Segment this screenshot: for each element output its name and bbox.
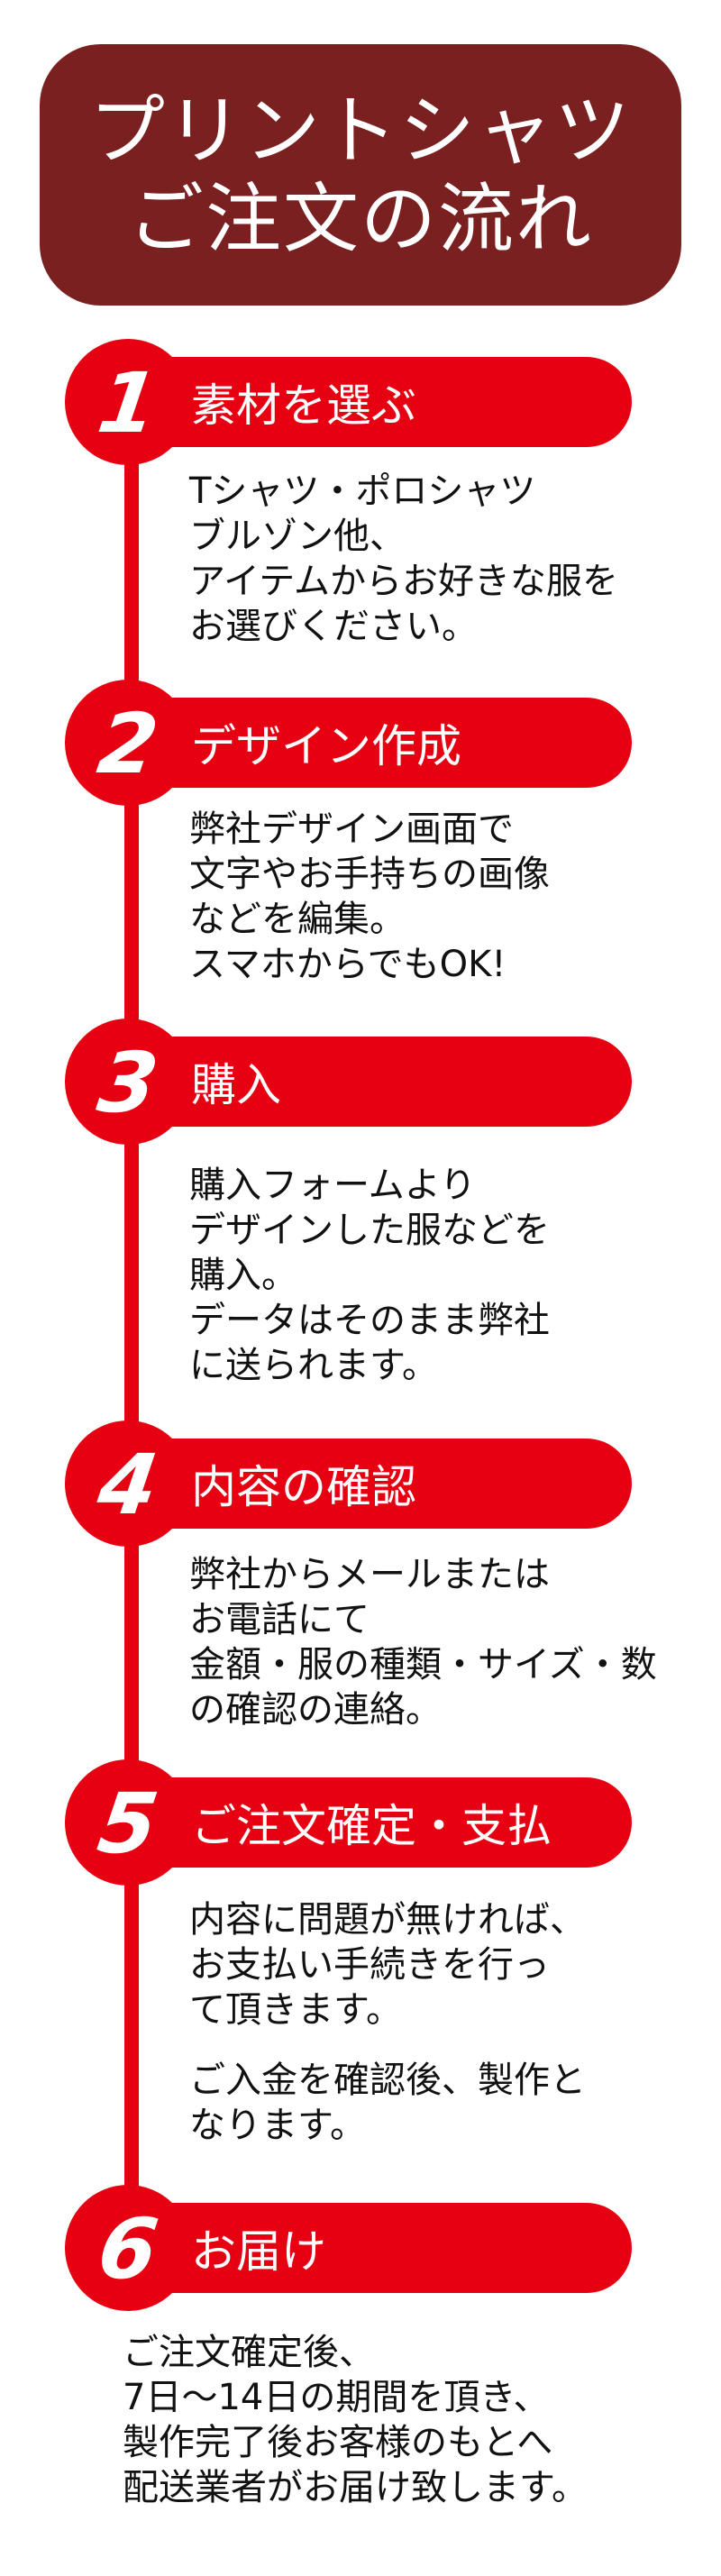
- header-title-line-2: ご注文の流れ: [127, 175, 593, 263]
- step-5-title: ご注文確定・支払: [191, 1800, 552, 1852]
- step-3-number-badge: 3: [65, 1019, 191, 1145]
- step-2-title: デザイン作成: [191, 720, 461, 772]
- step-6-description: ご注文確定後、 7日〜14日の期間を頂き、 製作完了後お客様のもとへ 配送業者が…: [123, 2332, 588, 2508]
- step-3-number: 3: [92, 1035, 164, 1131]
- step-4-number-badge: 4: [65, 1420, 191, 1547]
- step-5-number-badge: 5: [65, 1759, 191, 1886]
- step-1-number-badge: 1: [65, 339, 191, 465]
- step-4-title: 内容の確認: [191, 1461, 416, 1513]
- step-6-title: お届け: [191, 2225, 326, 2278]
- header-title-line-1: プリントシャツ: [88, 87, 632, 175]
- step-1-title: 素材を選ぶ: [191, 379, 416, 432]
- step-5-description: 内容に問題が無ければ、 お支払い手続きを行っ て頂きます。 ご入金を確認後、製作…: [189, 1897, 658, 2148]
- step-4-description-text: 弊社からメールまたは お電話にて 金額・服の種類・サイズ・数 の確認の連絡。: [189, 1554, 657, 1731]
- timeline-connector: [124, 388, 139, 2289]
- step-1-description-text: Tシャツ・ポロシャツ ブルゾン他、 アイテムからお好きな服を お選びください。: [189, 470, 618, 647]
- step-5-description-text-1: 内容に問題が無ければ、 お支払い手続きを行っ て頂きます。: [189, 1899, 586, 2031]
- header-banner: プリントシャツ ご注文の流れ: [40, 44, 681, 306]
- step-2-number-badge: 2: [65, 680, 191, 806]
- step-5-description-text-2: ご入金を確認後、製作と なります。: [189, 2060, 586, 2146]
- step-3-title: 購入: [191, 1059, 281, 1111]
- step-3-description-text: 購入フォームより デザインした服などを 購入。 データはそのまま弊社 に送られま…: [189, 1165, 550, 1386]
- step-6-number: 6: [92, 2201, 164, 2297]
- step-1-description: Tシャツ・ポロシャツ ブルゾン他、 アイテムからお好きな服を お選びください。: [189, 469, 658, 649]
- step-6-number-badge: 6: [65, 2185, 191, 2311]
- step-3-description: 購入フォームより デザインした服などを 購入。 データはそのまま弊社 に送られま…: [189, 1163, 658, 1388]
- step-2-number: 2: [92, 696, 164, 792]
- step-5-number: 5: [92, 1776, 164, 1872]
- step-4-description: 弊社からメールまたは お電話にて 金額・服の種類・サイズ・数 の確認の連絡。: [189, 1552, 658, 1732]
- step-2-description: 弊社デザイン画面で 文字やお手持ちの画像 などを編集。 スマホからでもOK!: [189, 807, 658, 987]
- step-4-number: 4: [92, 1437, 164, 1533]
- step-1-number: 1: [92, 355, 164, 452]
- step-2-description-text: 弊社デザイン画面で 文字やお手持ちの画像 などを編集。 スマホからでもOK!: [189, 808, 550, 985]
